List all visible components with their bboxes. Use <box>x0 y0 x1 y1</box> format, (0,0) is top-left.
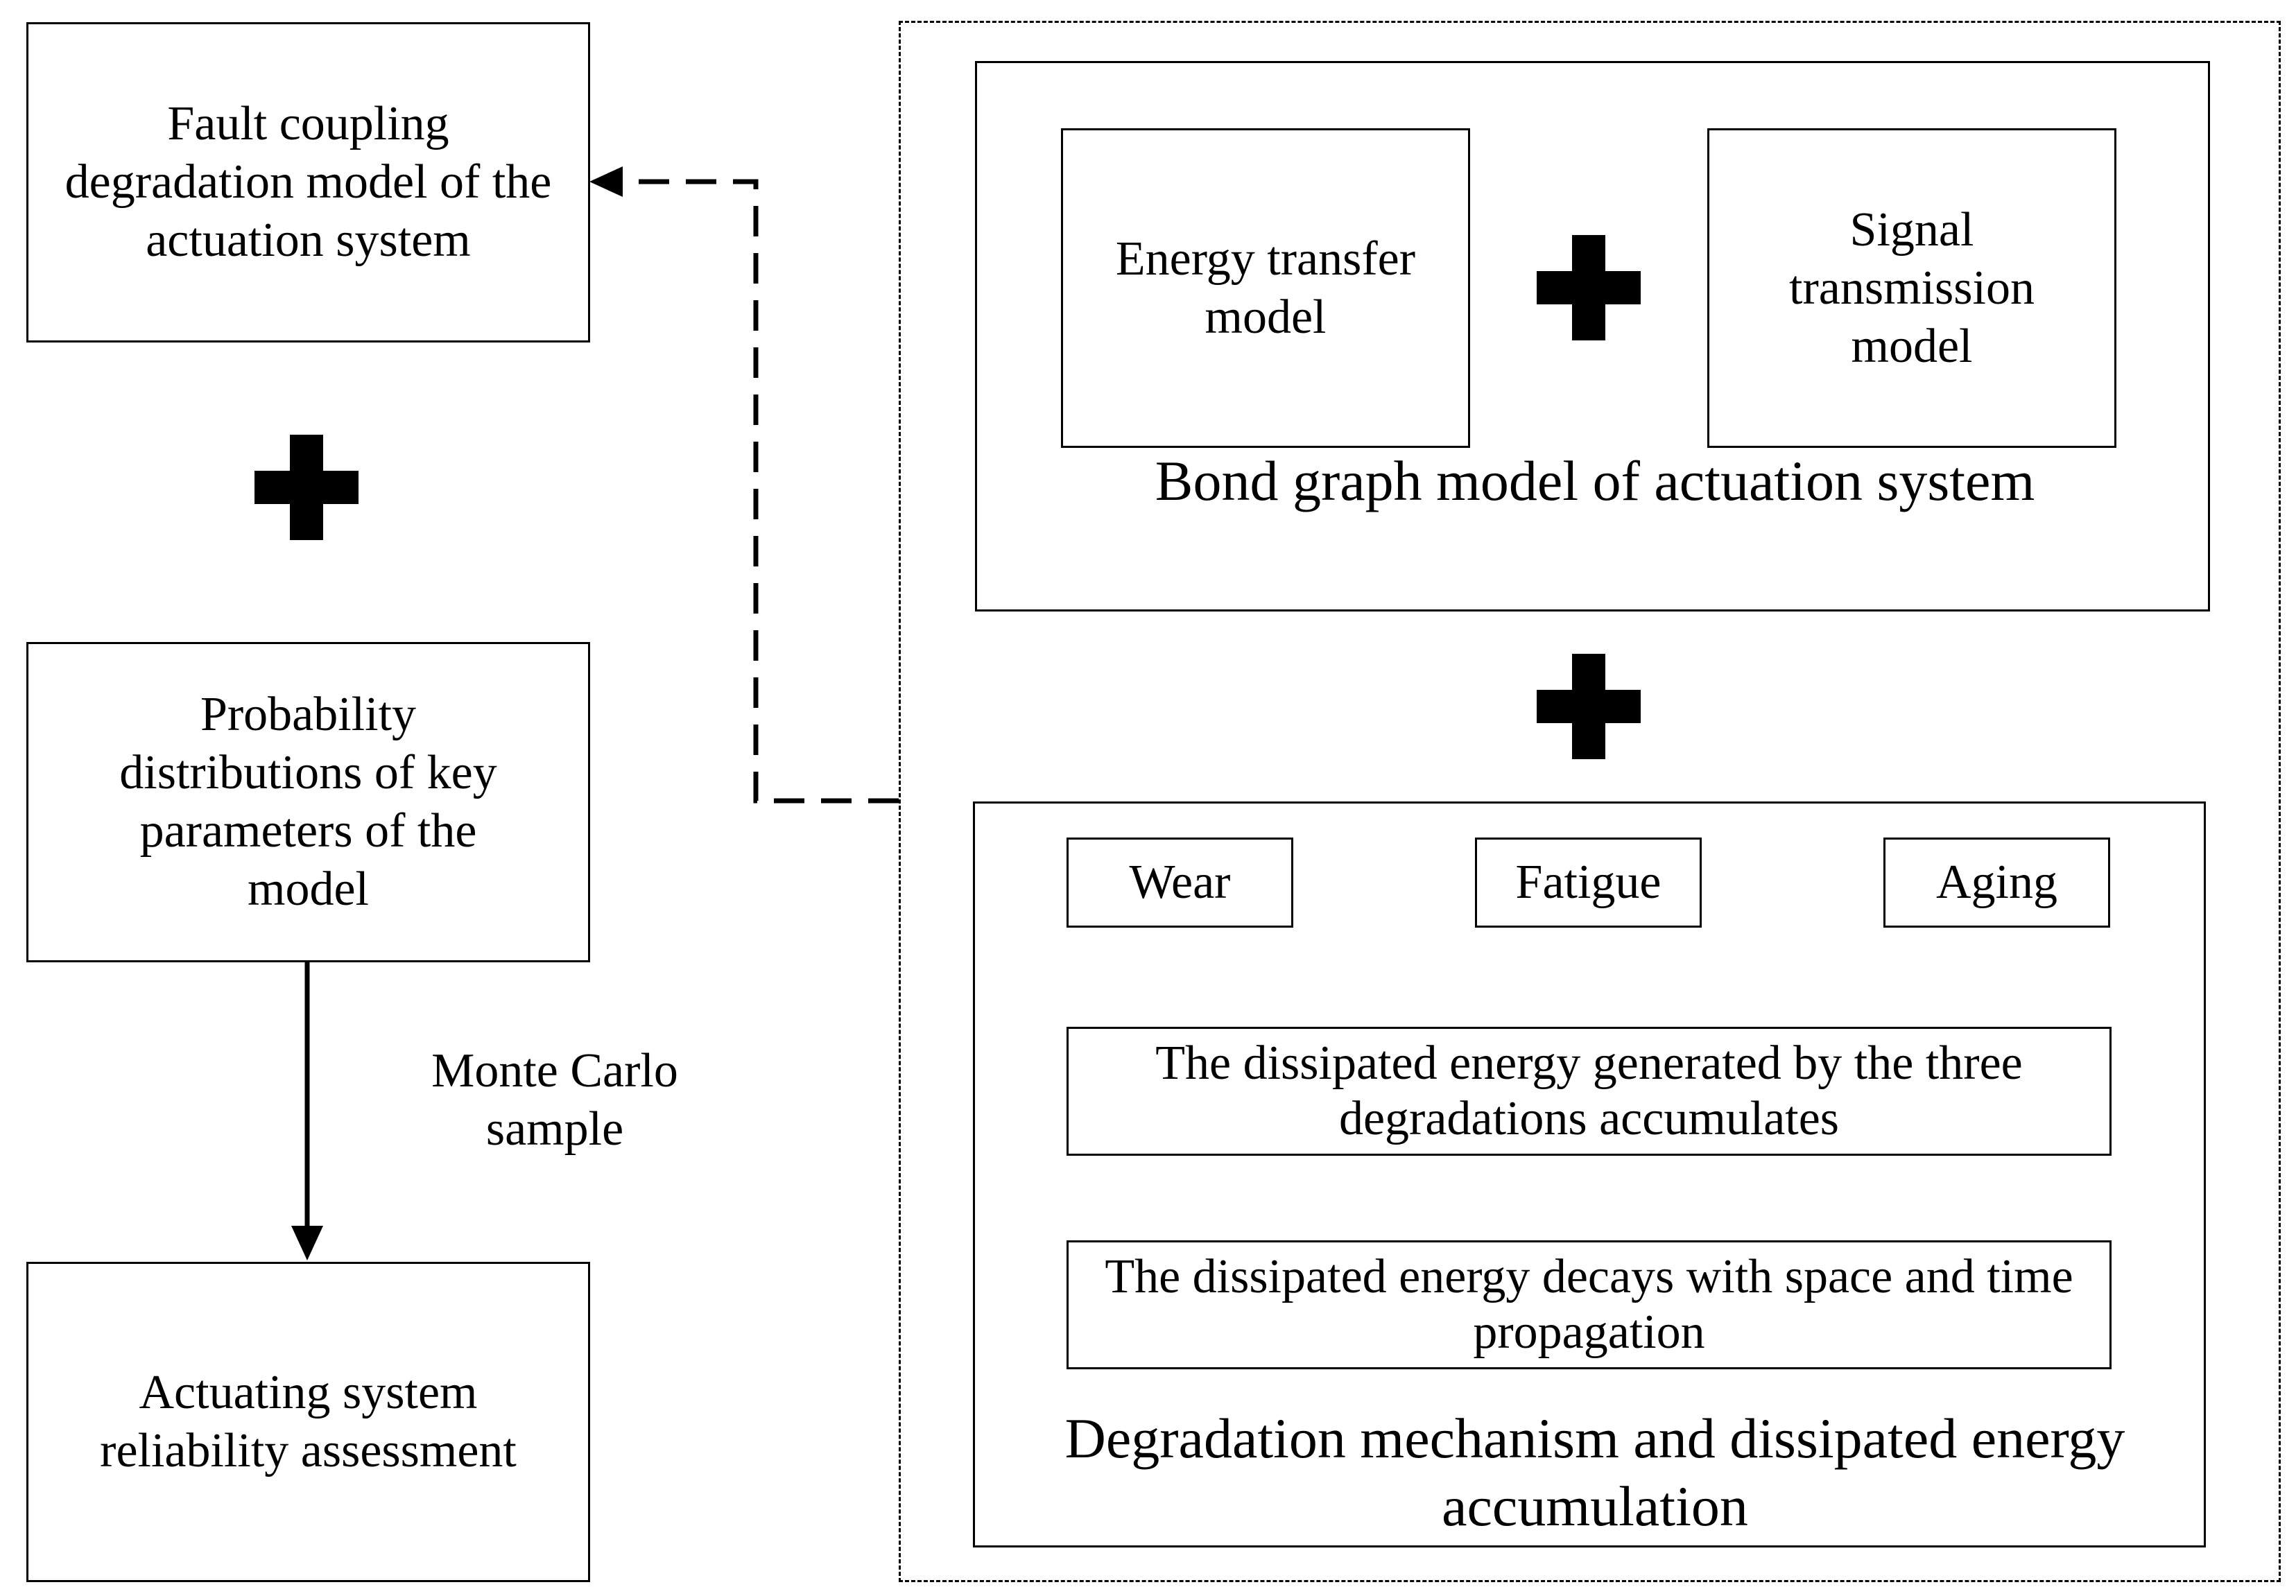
degradation-title: Degradation mechanism and dissipated ene… <box>1064 1407 2125 1538</box>
model-frame <box>899 21 2281 1582</box>
reliability-assessment-label: Actuating system reliability assessment <box>100 1366 517 1477</box>
plus-icon <box>254 435 359 540</box>
mechanism-wear-box: Wear <box>1067 838 1293 928</box>
plus-icon <box>1537 235 1641 340</box>
energy-accumulation-label: The dissipated energy generated by the t… <box>1155 1036 2023 1146</box>
plus-icon <box>1537 654 1641 759</box>
monte-carlo-arrowhead <box>291 1226 323 1260</box>
reliability-assessment-box: Actuating system reliability assessment <box>26 1262 590 1582</box>
signal-transmission-label: Signal transmission model <box>1789 202 2035 373</box>
bond-graph-title: Bond graph model of actuation system <box>1155 449 2035 512</box>
feedback-arrowhead <box>589 166 623 197</box>
mechanism-aging-box: Aging <box>1883 838 2110 928</box>
fault-coupling-box: Fault coupling degradation model of the … <box>26 22 590 342</box>
signal-transmission-box: Signal transmission model <box>1707 128 2116 448</box>
fault-coupling-label: Fault coupling degradation model of the … <box>64 97 552 267</box>
mechanism-aging-label: Aging <box>1936 856 2057 909</box>
probability-distributions-box: Probability distributions of key paramet… <box>26 642 590 962</box>
energy-transfer-label: Energy transfer model <box>1115 232 1416 344</box>
monte-carlo-label: Monte Carlo sample <box>431 1044 678 1156</box>
probability-distributions-label: Probability distributions of key paramet… <box>119 688 497 916</box>
feedback-dashed-connector <box>621 179 899 804</box>
energy-decay-box: The dissipated energy decays with space … <box>1067 1240 2112 1369</box>
energy-accumulation-box: The dissipated energy generated by the t… <box>1067 1027 2112 1156</box>
mechanism-wear-label: Wear <box>1129 856 1231 909</box>
energy-decay-label: The dissipated energy decays with space … <box>1105 1249 2073 1360</box>
energy-transfer-box: Energy transfer model <box>1061 128 1470 448</box>
mechanism-fatigue-label: Fatigue <box>1515 856 1661 909</box>
mechanism-fatigue-box: Fatigue <box>1475 838 1702 928</box>
